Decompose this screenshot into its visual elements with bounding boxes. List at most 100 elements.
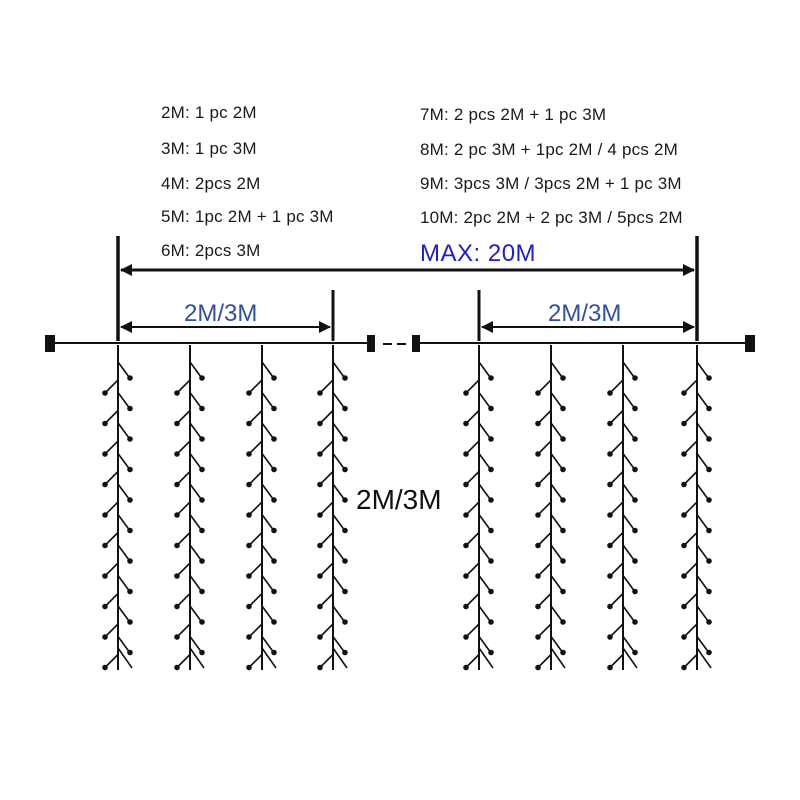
bulb [127,558,133,564]
bulb [488,649,494,656]
bulb-branch [189,605,202,622]
spec-10m: 10M: 2pc 2M + 2 pc 3M / 5pcs 2M [420,208,683,227]
bulb-branch [696,453,709,469]
bulb [681,603,687,610]
bulb-branch [622,514,635,530]
bulb [127,588,133,595]
bulb-branch [320,409,334,424]
bulb-branch [684,623,698,637]
light-strand [681,345,712,671]
bulb [488,497,494,503]
bulb-branch [478,483,491,500]
bulb [174,603,180,610]
bulb-branch [696,422,709,439]
bulb-branch [332,392,345,408]
bulb-branch [622,453,635,469]
bulb-branch [478,575,491,591]
bulb [271,466,277,473]
bulb-branch [610,379,624,393]
bulb-branch [320,592,334,607]
light-strand [246,345,277,671]
bulb-branch [320,379,334,393]
bulb [706,527,712,534]
bulb-branch [538,653,552,668]
bulb-branch [550,361,563,378]
bulb-branch [684,470,698,485]
bulb [246,603,252,610]
bulb [246,390,252,396]
bulb [199,527,205,534]
spec-3m: 3M: 1 pc 3M [161,139,257,158]
spec-4m: 4M: 2pcs 2M [161,174,261,193]
bulb [246,634,252,640]
bulb [535,664,541,671]
bulb-branch [696,544,709,561]
bulb [271,558,277,564]
bulb [488,436,494,442]
end-cap-right [745,335,755,352]
bulb [535,634,541,640]
bulb [271,405,277,412]
bulb-branch [249,592,263,607]
bulb [681,634,687,640]
bulb [246,512,252,518]
bulb-branch [332,575,345,591]
bulb [342,375,348,381]
bulb [199,649,205,656]
bulb [199,497,205,503]
bulb-branch [117,575,130,591]
bulb-branch [249,623,263,637]
bulb-branch [550,483,563,500]
bulb [102,451,108,457]
bulb-branch [550,605,563,622]
max-length-label: MAX: 20M [420,240,537,267]
bulb-branch [249,440,263,454]
bulb-branch [177,440,191,454]
bulb-branch [332,544,345,561]
bulb [463,664,469,671]
spec-6m: 6M: 2pcs 3M [161,241,261,260]
bulb [271,588,277,595]
bulb [607,390,613,396]
bulb-branch [117,453,130,469]
bulb [632,436,638,442]
bulb-branch [538,501,552,515]
bulb-branch [189,647,205,669]
bulb-branch [466,623,480,637]
bulb-branch [550,514,563,530]
bulb [246,542,252,549]
bulb-branch [249,470,263,485]
bulb-branch [261,392,274,408]
bulb [342,436,348,442]
bulb [342,588,348,595]
bulb [632,619,638,625]
bulb [174,634,180,640]
bulb [488,558,494,564]
bulb-branch [478,392,491,408]
bulb [632,466,638,473]
bulb-branch [538,562,552,576]
light-strand [317,345,348,671]
segment-length-label-left: 2M/3M [184,300,258,327]
bulb-branch [261,605,274,622]
segment-length-label-right: 2M/3M [548,300,622,327]
bulb [488,405,494,412]
bulb-branch [478,636,491,652]
bulb [681,664,687,671]
bulb [560,497,566,503]
bulb-branch [177,562,191,576]
bulb-branch [622,392,635,408]
bulb [535,451,541,457]
bulb [560,558,566,564]
bulb [271,649,277,656]
bulb-branch [684,653,698,668]
bulb-branch [189,544,202,561]
bulb-branch [550,392,563,408]
bulb [681,481,687,488]
bulb-branch [332,514,345,530]
bulb-branch [117,422,130,439]
bulb [199,588,205,595]
bulb [342,497,348,503]
light-strand [535,345,566,671]
